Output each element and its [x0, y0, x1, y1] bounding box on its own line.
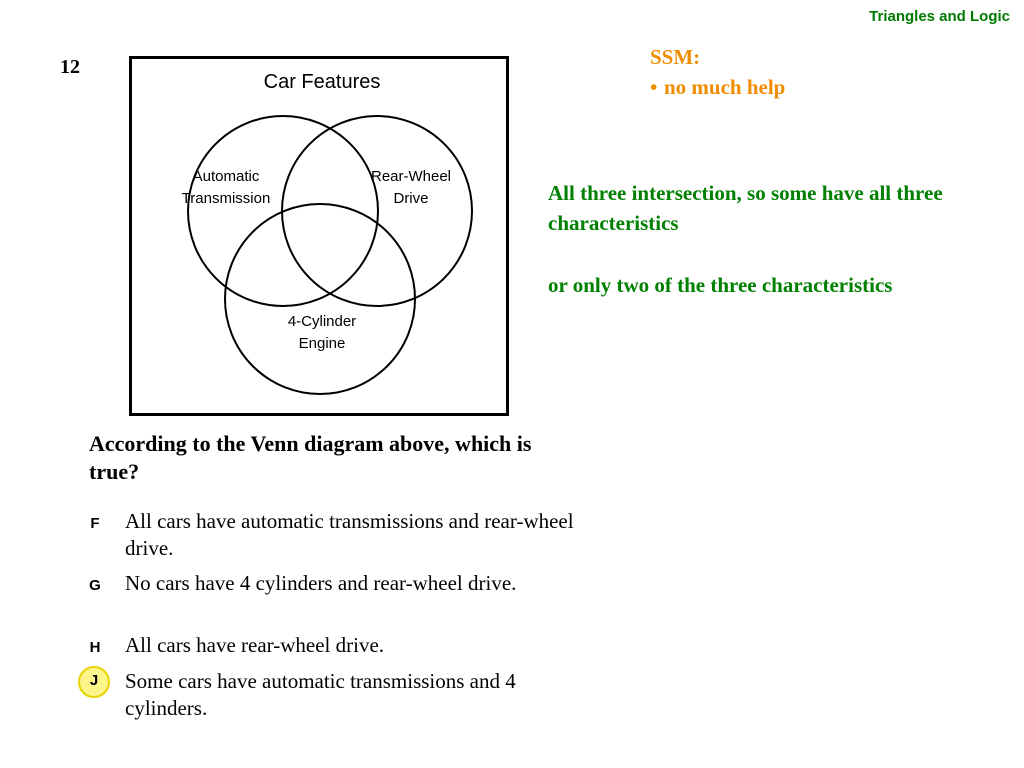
answer-option-f[interactable]: F All cars have automatic transmissions … — [78, 508, 598, 570]
set-label-automatic-line1: Automatic — [193, 168, 260, 185]
option-text: All cars have automatic transmissions an… — [125, 509, 574, 560]
set-label-automatic-line2: Transmission — [182, 190, 271, 207]
option-letter: F — [90, 515, 100, 532]
answer-option-g[interactable]: G No cars have 4 cylinders and rear-whee… — [78, 570, 598, 632]
option-text: Some cars have automatic transmissions a… — [125, 669, 516, 720]
ssm-bullet-item: •no much help — [650, 72, 785, 102]
ssm-heading: SSM: — [650, 45, 701, 69]
option-letter: G — [89, 577, 101, 594]
venn-title: Car Features — [264, 71, 381, 93]
venn-diagram: Car Features Automatic Transmission Rear… — [129, 56, 509, 416]
set-label-4-cylinder-line1: 4-Cylinder — [288, 313, 356, 330]
set-circle-automatic-transmission — [187, 115, 379, 307]
set-label-rear-wheel-line2: Drive — [393, 190, 428, 207]
option-text: No cars have 4 cylinders and rear-wheel … — [125, 571, 517, 595]
answer-options: F All cars have automatic transmissions … — [78, 508, 598, 730]
selected-answer-highlight: J — [78, 666, 110, 698]
option-text: All cars have rear-wheel drive. — [125, 633, 385, 657]
venn-svg: Car Features Automatic Transmission Rear… — [182, 71, 473, 395]
header-title: Triangles and Logic — [869, 8, 1010, 25]
question-prompt: According to the Venn diagram above, whi… — [89, 431, 532, 484]
set-label-4-cylinder-line2: Engine — [299, 335, 346, 352]
answer-option-h[interactable]: H All cars have rear-wheel drive. — [78, 632, 598, 668]
option-letter: H — [89, 639, 101, 656]
ssm-notes: SSM: •no much help — [650, 42, 785, 102]
set-circle-4-cylinder-engine — [224, 203, 416, 395]
annotation-note-2: or only two of the three characteristics — [548, 273, 893, 297]
answer-option-j[interactable]: J Some cars have automatic transmissions… — [78, 666, 598, 730]
ssm-bullet-text: no much help — [664, 75, 786, 99]
bullet-icon: • — [650, 75, 658, 99]
annotation-note-1: All three intersection, so some have all… — [548, 181, 943, 235]
set-label-rear-wheel-line1: Rear-Wheel — [371, 168, 451, 185]
question-number: 12 — [60, 56, 80, 78]
